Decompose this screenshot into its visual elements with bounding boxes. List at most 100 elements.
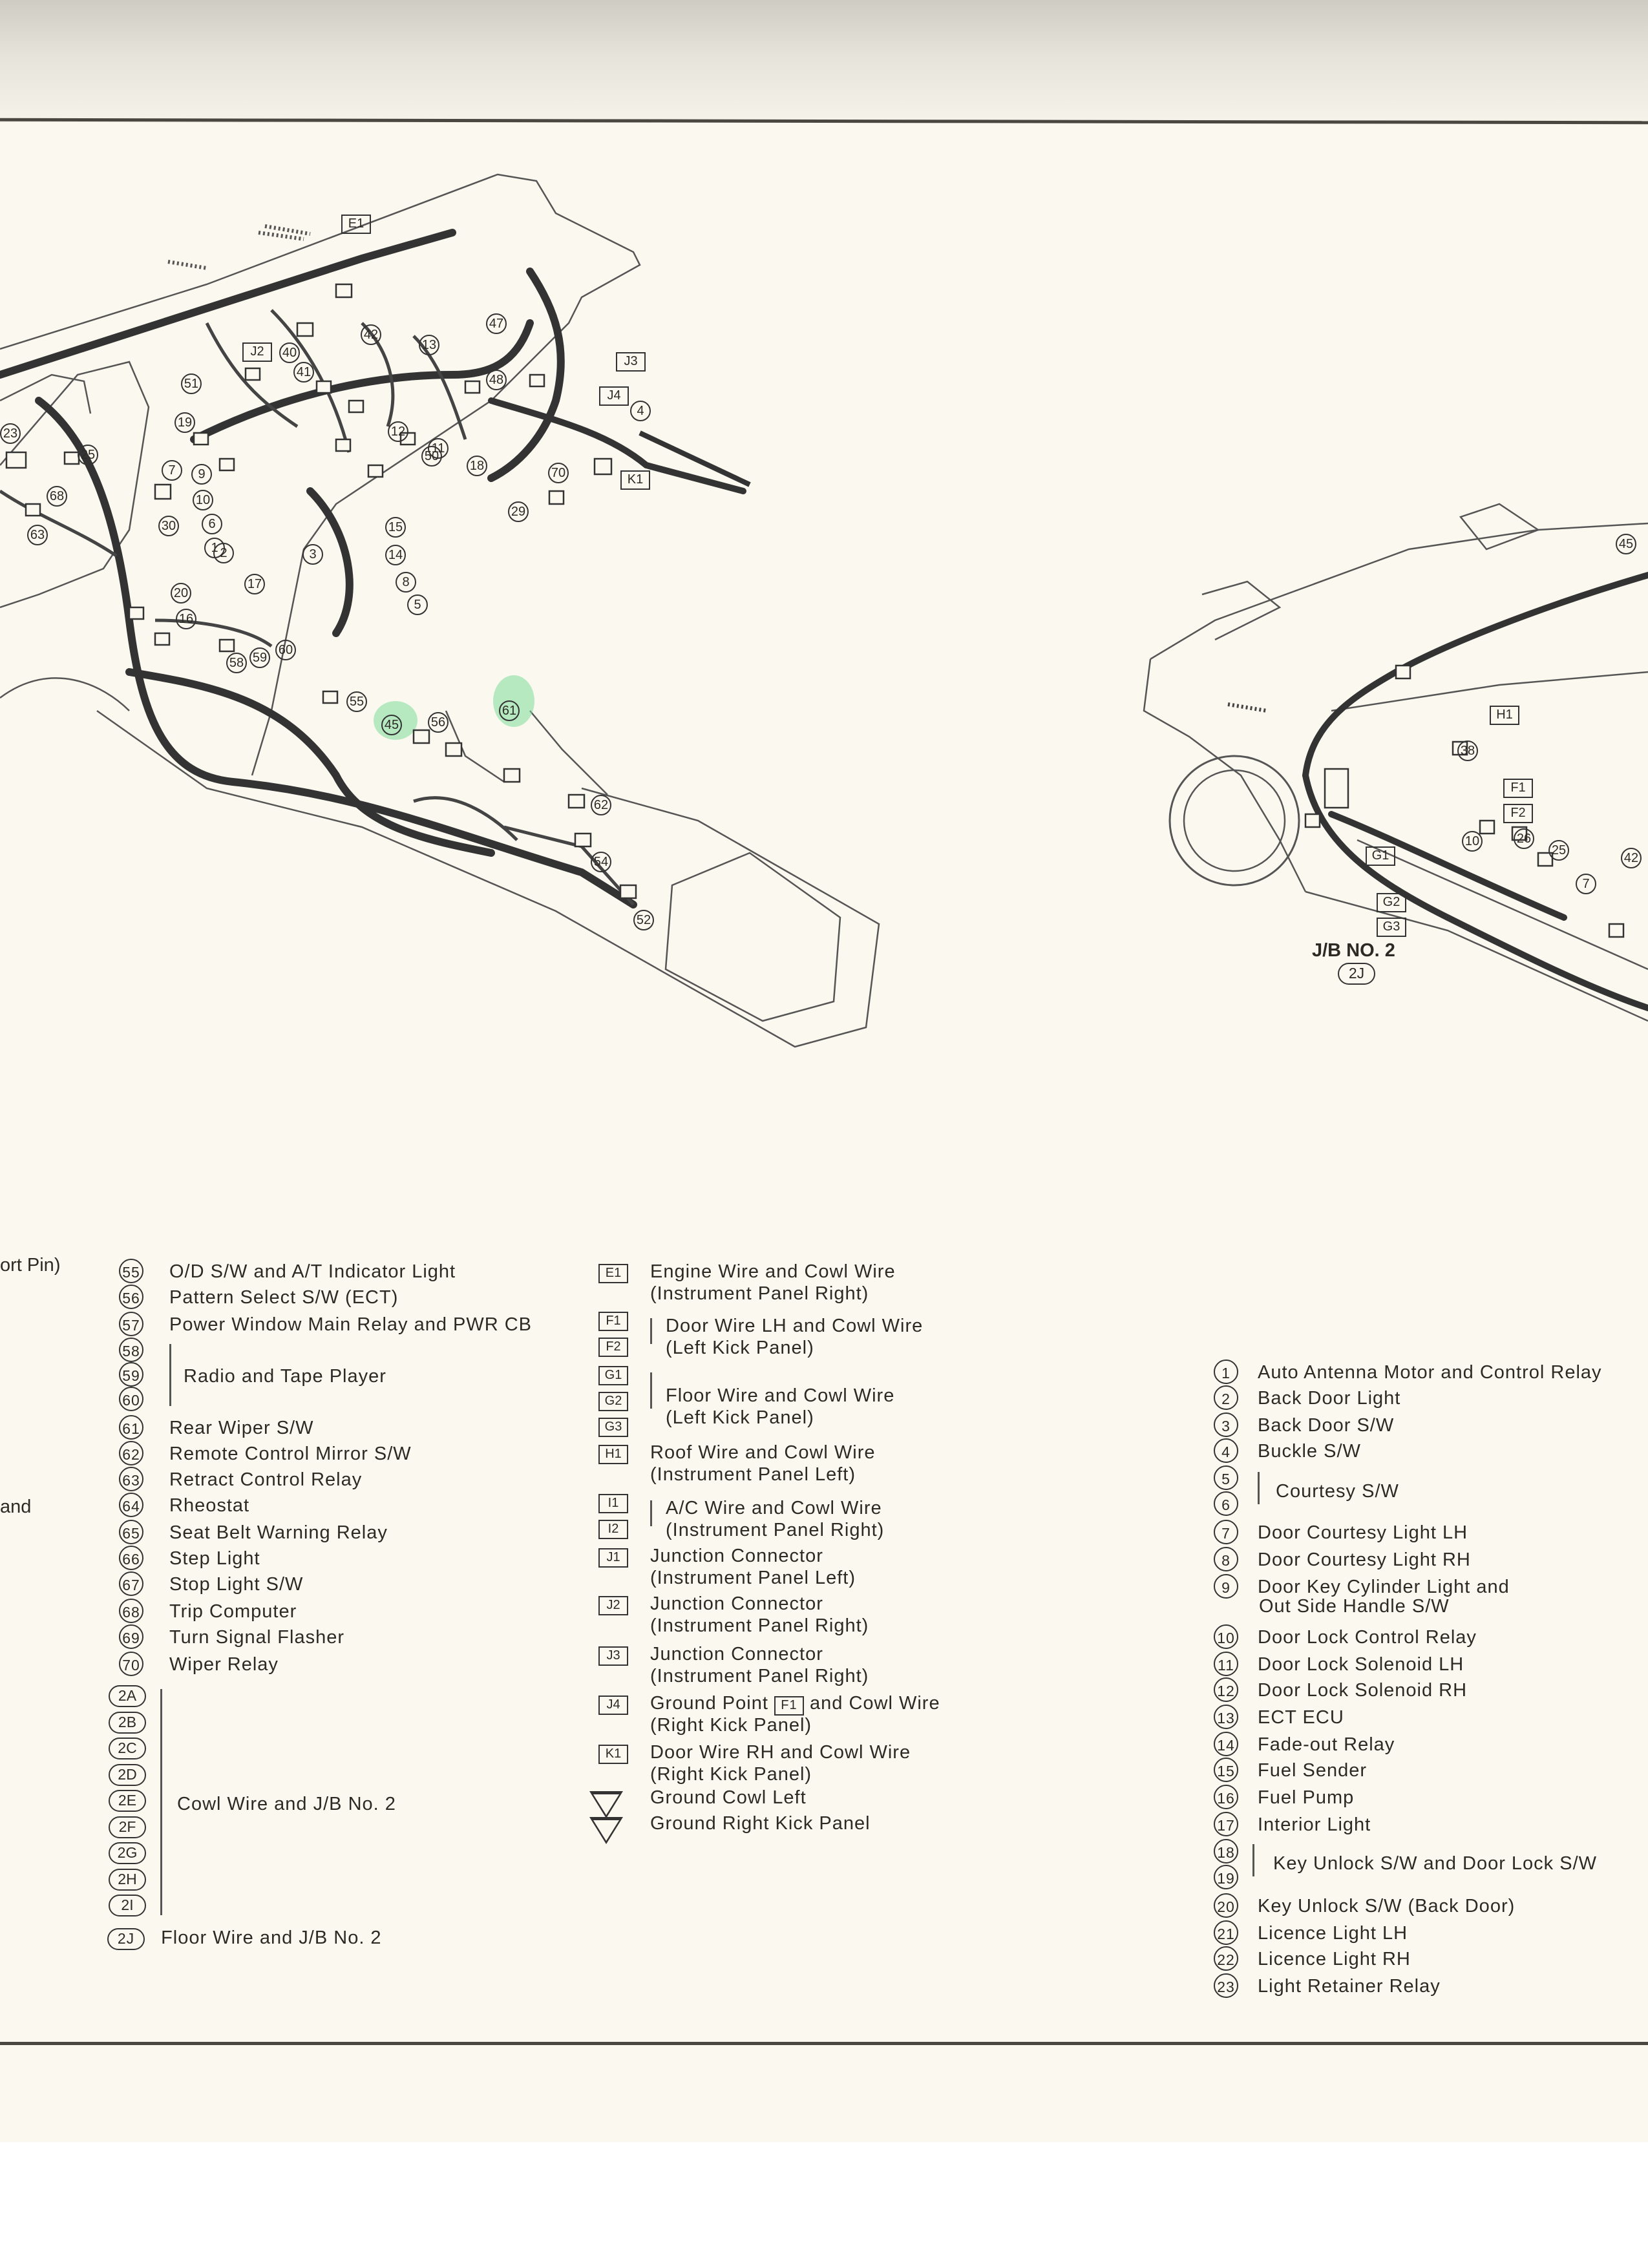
legend-num-67: 67	[119, 1571, 143, 1596]
legend-line1: Ground Right Kick Panel	[650, 1813, 871, 1834]
legend-text-66: Step Light	[169, 1548, 260, 1569]
callout-4: 4	[630, 401, 651, 421]
legend-code-2g: 2G	[109, 1842, 146, 1864]
legend-code-2i: 2I	[109, 1895, 146, 1916]
callout-14: 14	[385, 545, 406, 565]
callout-r-25: 25	[1548, 840, 1569, 861]
callout-52: 52	[633, 910, 654, 930]
legend-line1: Ground Point F1 and Cowl Wire	[650, 1693, 940, 1716]
callout-r-10: 10	[1462, 831, 1483, 852]
brace-2a-2i	[160, 1689, 162, 1915]
legend-r-text-3: Back Door S/W	[1258, 1415, 1395, 1436]
legend-r-text-13: ECT ECU	[1258, 1707, 1344, 1728]
legend-row-2j: 2J Floor Wire and J/B No. 2	[107, 1927, 382, 1950]
connector-h1-tag: H1	[1490, 706, 1519, 725]
legend-r-num-8: 8	[1214, 1547, 1238, 1571]
legend-text-69: Turn Signal Flasher	[169, 1627, 344, 1648]
callout-9: 9	[191, 464, 212, 485]
legend-num-66: 66	[119, 1546, 143, 1570]
legend-r-num-21: 21	[1214, 1920, 1238, 1945]
callout-8: 8	[396, 572, 416, 593]
legend-box-g1: G1	[598, 1366, 628, 1385]
legend-r-text-17: Interior Light	[1258, 1814, 1371, 1835]
legend-line2: (Instrument Panel Right)	[650, 1666, 869, 1686]
legend-line1: Roof Wire and Cowl Wire	[650, 1442, 876, 1463]
callout-2: 2	[213, 543, 234, 563]
legend-r-text-4: Buckle S/W	[1258, 1441, 1361, 1462]
legend-num-55: 55	[119, 1259, 143, 1283]
legend-num-69: 69	[119, 1624, 143, 1649]
legend-r-text-10: Door Lock Control Relay	[1258, 1627, 1477, 1648]
callout-19: 19	[174, 412, 195, 433]
callout-15: 15	[385, 517, 406, 538]
legend-box-f2: F2	[598, 1338, 628, 1357]
instrument-panel-wiring-diagram	[0, 173, 880, 1048]
legend-r-text-9: Door Key Cylinder Light and	[1258, 1577, 1510, 1597]
legend-col1-fragment-2: and	[0, 1496, 32, 1517]
legend-box-g2: G2	[598, 1392, 628, 1411]
scan-smudge	[0, 0, 1648, 123]
legend-line2: (Instrument Panel Right)	[650, 1615, 869, 1636]
legend-code-2b: 2B	[109, 1711, 146, 1734]
legend-text-57: Power Window Main Relay and PWR CB	[169, 1314, 533, 1335]
callout-63: 63	[27, 525, 48, 545]
legend-r-num-20: 20	[1214, 1893, 1238, 1918]
legend-r-text-20: Key Unlock S/W (Back Door)	[1258, 1896, 1516, 1916]
legend-text-65: Seat Belt Warning Relay	[169, 1522, 388, 1543]
legend-line2: (Instrument Panel Right)	[666, 1520, 885, 1540]
legend-box-j2: J2	[598, 1596, 628, 1615]
legend-line1: Door Wire LH and Cowl Wire	[666, 1316, 924, 1336]
callout-29: 29	[508, 501, 529, 522]
legend-text-68: Trip Computer	[169, 1601, 297, 1622]
callout-40: 40	[279, 342, 300, 363]
legend-r-row-19: 19	[1214, 1865, 1238, 1889]
legend-r-text-22: Licence Light RH	[1258, 1949, 1411, 1969]
bottom-rule	[0, 2042, 1648, 2045]
jb2-label: J/B NO. 2	[1312, 940, 1395, 961]
legend-box-k1: K1	[598, 1745, 628, 1764]
callout-3: 3	[302, 544, 323, 565]
legend-line1: Floor Wire and Cowl Wire	[666, 1385, 895, 1406]
legend-r-text-23: Light Retainer Relay	[1258, 1976, 1441, 1997]
callout-50: 50	[421, 446, 442, 467]
legend-col1-fragment-1: ort Pin)	[0, 1255, 61, 1276]
legend-text-64: Rheostat	[169, 1495, 250, 1516]
legend-box-e1: E1	[598, 1264, 628, 1283]
legend-num-65: 65	[119, 1520, 143, 1544]
connector-k1-tag: K1	[620, 470, 650, 490]
legend-row-59: 59	[119, 1362, 143, 1387]
legend-num-68: 68	[119, 1599, 143, 1623]
callout-r-7: 7	[1576, 874, 1596, 894]
callout-17: 17	[244, 574, 265, 594]
legend-brace	[650, 1318, 652, 1344]
legend-row-65: 65 Seat Belt Warning Relay	[119, 1520, 388, 1544]
legend-box-f1: F1	[598, 1312, 628, 1331]
legend-r-num-6: 6	[1214, 1491, 1238, 1516]
legend-box-j1: J1	[598, 1548, 628, 1568]
legend-num-58: 58	[119, 1338, 143, 1362]
connector-g1-tag: G1	[1366, 846, 1395, 866]
legend-r-num-18: 18	[1214, 1839, 1238, 1864]
legend-r-row-5: 5	[1214, 1465, 1238, 1490]
legend-line2: (Instrument Panel Right)	[650, 1283, 869, 1304]
legend-code-2f: 2F	[109, 1816, 146, 1838]
brace-5-6	[1258, 1472, 1260, 1504]
legend-r-num-11: 11	[1214, 1652, 1238, 1676]
legend-r-num-15: 15	[1214, 1758, 1238, 1782]
legend-line1: A/C Wire and Cowl Wire	[666, 1498, 882, 1518]
legend-text-62: Remote Control Mirror S/W	[169, 1444, 412, 1464]
legend-line2: (Right Kick Panel)	[650, 1715, 812, 1736]
callout-16: 16	[176, 609, 196, 629]
callout-23: 23	[0, 423, 21, 444]
